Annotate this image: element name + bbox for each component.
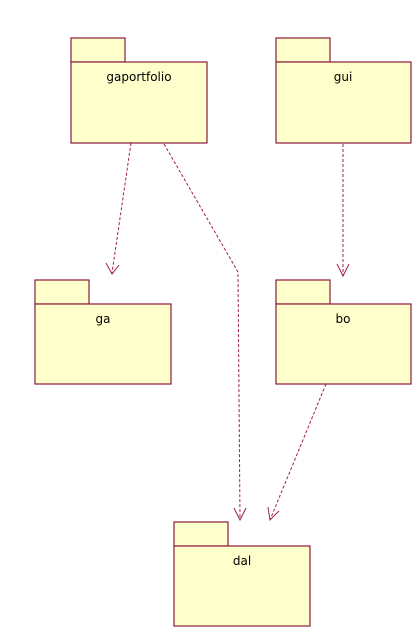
package-label: gui bbox=[334, 70, 353, 84]
dependency-line bbox=[269, 383, 327, 521]
dependency-arrowhead bbox=[105, 262, 120, 275]
dependency-line bbox=[111, 142, 132, 274]
package-label: dal bbox=[233, 554, 251, 568]
package-label: bo bbox=[336, 312, 351, 326]
dependency-bo-dal[interactable] bbox=[267, 383, 327, 522]
package-gui[interactable]: gui bbox=[275, 37, 412, 144]
dependency-arrowhead bbox=[336, 263, 350, 278]
package-body bbox=[275, 303, 412, 385]
package-label: ga bbox=[96, 312, 111, 326]
dependency-arrowhead bbox=[267, 506, 280, 522]
package-tab bbox=[70, 37, 126, 63]
package-ga[interactable]: ga bbox=[34, 279, 172, 385]
dependency-gaportfolio-dal[interactable] bbox=[163, 143, 247, 522]
package-body bbox=[173, 545, 311, 627]
package-tab bbox=[275, 37, 331, 63]
package-bo[interactable]: bo bbox=[275, 279, 412, 385]
package-tab bbox=[173, 521, 229, 547]
dependency-line bbox=[163, 143, 241, 520]
dependency-gui-bo[interactable] bbox=[336, 144, 350, 278]
package-dal[interactable]: dal bbox=[173, 521, 311, 627]
package-gaportfolio[interactable]: gaportfolio bbox=[70, 37, 208, 144]
package-tab bbox=[34, 279, 90, 305]
dependency-gaportfolio-ga[interactable] bbox=[105, 142, 132, 275]
package-body bbox=[70, 61, 208, 144]
package-tab bbox=[275, 279, 331, 305]
package-body bbox=[275, 61, 412, 144]
dependency-arrowhead bbox=[233, 507, 247, 522]
package-body bbox=[34, 303, 172, 385]
package-label: gaportfolio bbox=[106, 70, 171, 84]
